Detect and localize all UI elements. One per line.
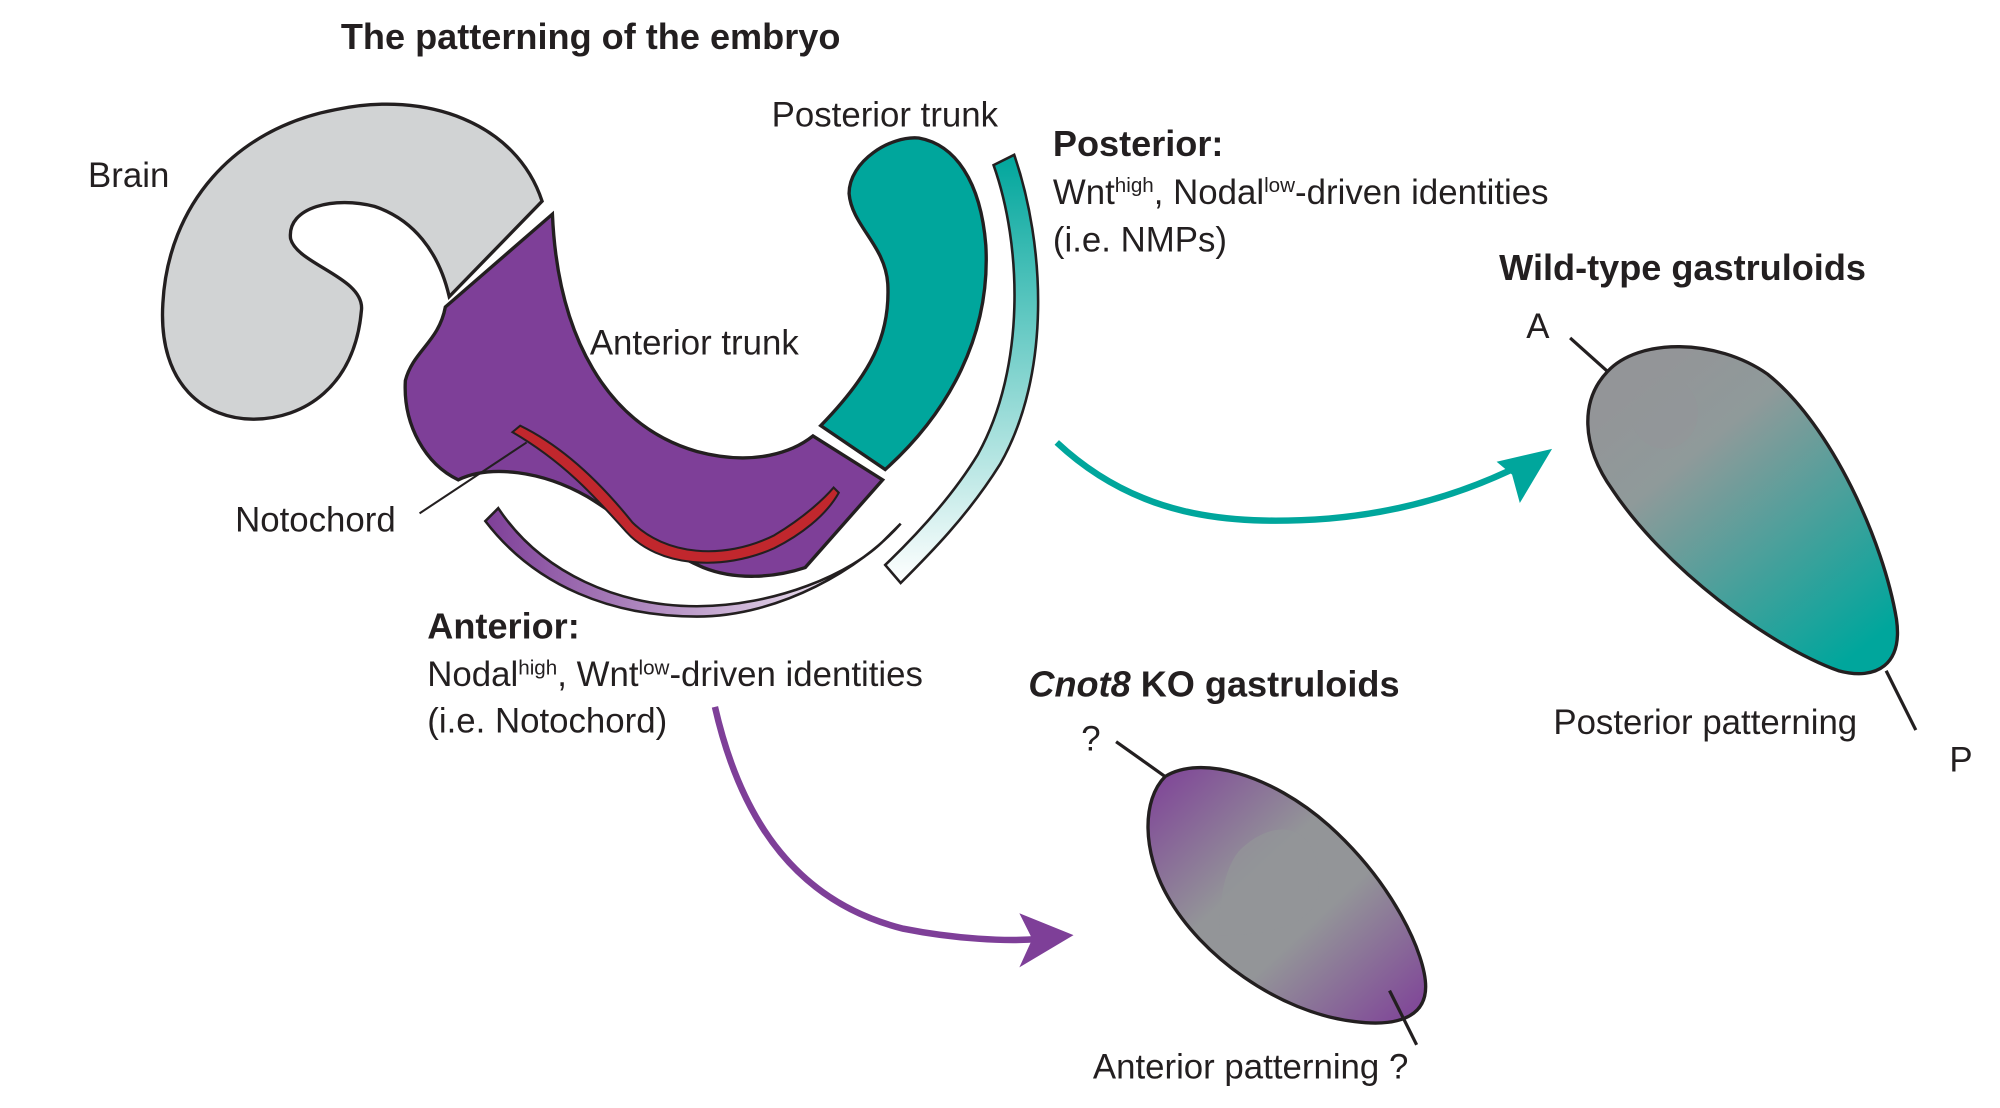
posterior-signal-line: Wnthigh, Nodallow-driven identities (1053, 173, 1549, 212)
brain-label: Brain (88, 156, 169, 195)
knockout-bottom-marker-tick (1388, 989, 1419, 1046)
brain-region (160, 102, 545, 421)
anterior-signal-line: Nodalhigh, Wntlow-driven identities (427, 655, 923, 694)
anterior-marker-label: A (1526, 307, 1550, 346)
wild-type-caption: Posterior patterning (1553, 703, 1857, 742)
anterior-marker-tick (1569, 336, 1609, 373)
posterior-arrow-head-icon (1496, 448, 1553, 504)
knockout-caption: Anterior patterning ? (1093, 1047, 1408, 1086)
posterior-heading: Posterior: (1053, 123, 1224, 164)
anterior-example: (i.e. Notochord) (427, 702, 667, 741)
posterior-example: (i.e. NMPs) (1053, 221, 1227, 260)
notochord-structure (510, 424, 841, 564)
wild-type-anterior-spot (1630, 376, 1698, 449)
notochord-leader-line (418, 441, 528, 515)
knockout-title: Cnot8 KO gastruloids (1028, 664, 1399, 705)
anterior-gradient-bar (483, 506, 902, 618)
wild-type-title: Wild-type gastruloids (1499, 247, 1866, 288)
posterior-arrow-shaft (1054, 440, 1524, 524)
posterior-trunk-label: Posterior trunk (772, 95, 999, 134)
anterior-heading: Anterior: (427, 605, 579, 646)
anterior-trunk-label: Anterior trunk (590, 324, 800, 363)
knockout-top-marker-label: ? (1081, 720, 1100, 759)
posterior-marker-label: P (1949, 740, 1972, 779)
posterior-marker-tick (1884, 670, 1918, 731)
figure-title: The patterning of the embryo (341, 16, 841, 57)
posterior-gradient-bar (883, 152, 1040, 585)
posterior-trunk-region (818, 136, 988, 472)
knockout-center-spot (1219, 829, 1319, 936)
anterior-arrow-shaft (711, 706, 1039, 944)
wild-type-gastruloid (1586, 344, 1900, 676)
notochord-label: Notochord (235, 500, 396, 539)
anterior-arrow-head-icon (1019, 913, 1074, 968)
knockout-top-marker-tick (1115, 740, 1167, 778)
